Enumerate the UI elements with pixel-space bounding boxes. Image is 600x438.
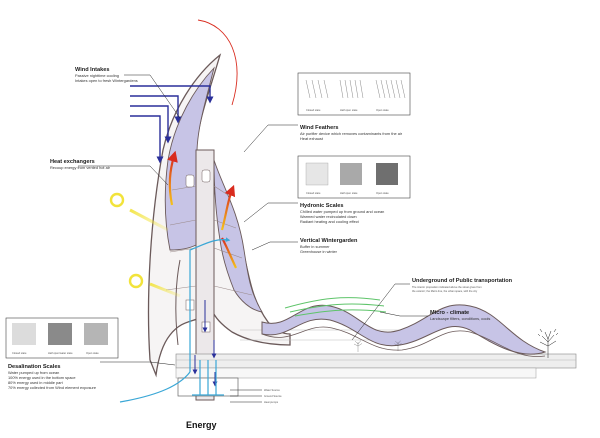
svg-text:Half open state: Half open state (340, 108, 358, 112)
svg-text:Closed state: Closed state (306, 108, 321, 112)
svg-text:Open state: Open state (376, 108, 389, 112)
svg-text:Vertical Wintergarden: Vertical Wintergarden (300, 238, 358, 244)
svg-text:Hydronic Scales: Hydronic Scales (300, 203, 344, 209)
svg-text:Open state: Open state (86, 351, 99, 355)
label-energy: Energy (186, 420, 217, 430)
svg-text:Landscape filters, conditions,: Landscape filters, conditions, cools (430, 316, 490, 321)
tower-lower-arch (175, 259, 181, 346)
svg-text:Intakes open to fresh Winterga: Intakes open to fresh Wintergardens (75, 78, 138, 83)
label-heat-exchangers: Heat exchangers Recoup energy from vente… (50, 159, 111, 170)
tower-core (195, 149, 215, 401)
svg-text:Chilled water pumped up from g: Chilled water pumped up from ground and … (300, 209, 384, 214)
wind-intake-arrows (130, 85, 214, 164)
desalination-scales-swatches (5, 317, 119, 359)
svg-text:Recoup energy from vented hot: Recoup energy from vented hot air (50, 165, 111, 170)
svg-text:Heat exhaust: Heat exhaust (300, 136, 324, 141)
landscape-wave (261, 304, 547, 355)
svg-text:Half open/water state: Half open/water state (48, 351, 73, 355)
leader-lines (78, 74, 428, 403)
svg-text:Greenhouse in winter: Greenhouse in winter (300, 249, 338, 254)
svg-text:Underground of Public transpor: Underground of Public transportation (412, 278, 513, 284)
svg-text:Air purifier device which remo: Air purifier device which removes contam… (300, 131, 403, 136)
svg-text:Water Source: Water Source (264, 388, 280, 392)
svg-text:Passive nighttime cooling: Passive nighttime cooling (75, 73, 119, 78)
svg-text:Radiant heating and cooling ef: Radiant heating and cooling effect (300, 219, 360, 224)
svg-text:Buffer in summer: Buffer in summer (300, 244, 330, 249)
svg-text:70% energy collected from Wind: 70% energy collected from Wind element e… (8, 385, 96, 390)
label-hydronic-scales: Hydronic Scales Chilled water pumped up … (300, 191, 389, 224)
svg-text:Micro - climate: Micro - climate (430, 310, 469, 316)
wind-feathers-swatches (297, 72, 411, 116)
downdraft-arrows (192, 300, 218, 387)
svg-text:the exterior; the Metro line,: the exterior; the Metro line, the urban … (412, 289, 478, 293)
label-underground-transport: Underground of Public transportation The… (412, 278, 513, 293)
svg-text:The interior proposition indic: The interior proposition indicated above… (412, 285, 482, 289)
tower-cavity-right (213, 159, 263, 313)
svg-text:Ground Source: Ground Source (264, 394, 282, 398)
svg-text:Closed state: Closed state (306, 191, 321, 195)
hydronic-scales-swatches (297, 155, 411, 199)
label-micro-climate: Micro - climate Landscape filters, condi… (430, 310, 490, 321)
svg-text:100% energy used in the bottom: 100% energy used in the bottom space (8, 375, 75, 380)
water-flow (119, 237, 231, 403)
svg-text:Desalination Scales: Desalination Scales (8, 364, 61, 370)
label-vertical-wintergarden: Vertical Wintergarden Buffer in summer G… (300, 238, 358, 254)
svg-text:Wind Feathers: Wind Feathers (300, 125, 339, 131)
svg-text:Open state: Open state (376, 191, 389, 195)
tree-icon (353, 328, 559, 358)
svg-text:Wind Intakes: Wind Intakes (75, 67, 109, 73)
sun-icon (109, 192, 144, 289)
svg-text:Half open state: Half open state (340, 191, 358, 195)
svg-text:Heat pumps: Heat pumps (264, 400, 279, 404)
label-wind-feathers: Wind Feathers Air purifier device which … (300, 108, 403, 141)
svg-text:Closed state: Closed state (12, 351, 27, 355)
svg-text:Warmed water recirculated down: Warmed water recirculated down (300, 214, 357, 219)
label-wind-intakes: Wind Intakes Passive nighttime cooling I… (75, 67, 138, 83)
tower (147, 53, 291, 401)
micro-climate-airflow (284, 297, 387, 317)
sunbeam (129, 208, 181, 298)
svg-text:Heat exchangers: Heat exchangers (50, 159, 95, 165)
thermal-plume-line (197, 19, 238, 106)
svg-text:Water pumped up from ocean: Water pumped up from ocean (8, 370, 59, 375)
label-base-notes: Water Source Ground Source Heat pumps (264, 388, 282, 404)
svg-text:80% energy used in middle part: 80% energy used in middle part (8, 380, 64, 385)
label-desalination-scales: Closed state Half open/water state Open … (8, 351, 99, 390)
